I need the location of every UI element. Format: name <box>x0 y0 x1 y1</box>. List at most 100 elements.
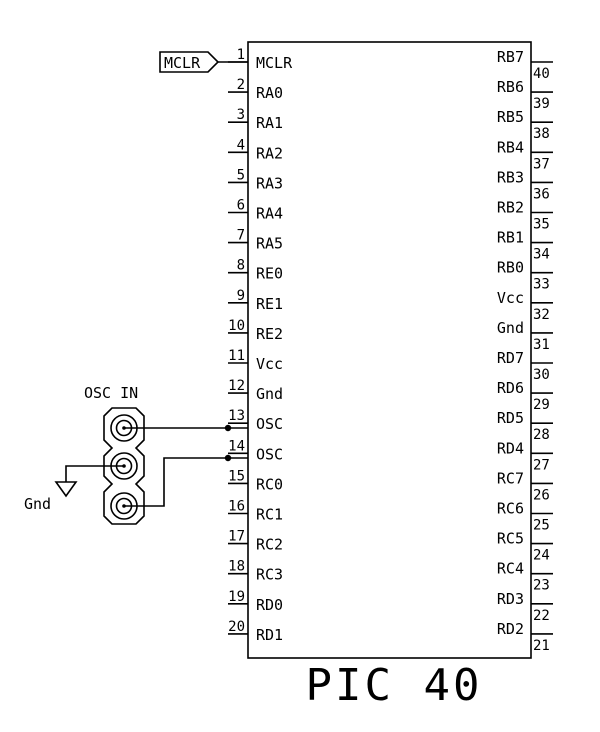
pin-number: 24 <box>533 548 550 564</box>
pin-number: 15 <box>228 468 245 484</box>
pin-number: 33 <box>533 277 550 293</box>
pin-number: 12 <box>228 378 245 394</box>
pin-name: RA4 <box>256 205 283 223</box>
pin-number: 22 <box>533 608 550 624</box>
pin-number: 2 <box>237 77 245 93</box>
pin-number: 7 <box>237 228 245 244</box>
pin-name: RD0 <box>256 596 283 614</box>
pin-name: MCLR <box>256 54 293 72</box>
pin-number: 31 <box>533 337 550 353</box>
pin-name: Vcc <box>497 289 524 307</box>
pin-number: 1 <box>237 47 245 63</box>
pin-name: RB2 <box>497 199 524 217</box>
pin-number: 9 <box>237 288 245 304</box>
pin-number: 37 <box>533 156 550 172</box>
pin-6: 6 RA4 <box>228 198 283 223</box>
pin-name: RA5 <box>256 235 283 253</box>
pin-name: RA0 <box>256 84 283 102</box>
pin-number: 6 <box>237 198 245 214</box>
pin-number: 3 <box>237 107 245 123</box>
pin-number: 39 <box>533 96 550 112</box>
pin-number: 16 <box>228 499 245 515</box>
junction-dot-14 <box>224 454 232 462</box>
pin-3: 3 RA1 <box>228 107 283 132</box>
pin-name: RD1 <box>256 626 283 644</box>
pin-name: OSC <box>256 445 283 463</box>
pin-36: 36 RB3 <box>497 168 553 202</box>
pin-12: 12 Gnd <box>228 378 283 403</box>
pin-number: 8 <box>237 258 245 274</box>
junction-dot-13 <box>224 424 232 432</box>
pin-number: 13 <box>228 408 245 424</box>
pin-15: 15 RC0 <box>228 468 283 493</box>
pin-name: RB5 <box>497 108 524 126</box>
pin-number: 35 <box>533 217 550 233</box>
pin-8: 8 RE0 <box>228 258 283 283</box>
pin-35: 35 RB2 <box>497 199 553 233</box>
pin-32: 32 Vcc <box>497 289 553 323</box>
ground-symbol <box>54 465 124 498</box>
pin-number: 21 <box>533 638 550 654</box>
pin-number: 18 <box>228 559 245 575</box>
pin-name: RA1 <box>256 114 283 132</box>
pin-24: 24 RC5 <box>497 530 553 564</box>
pin-name: RC0 <box>256 475 283 493</box>
pin-name: RA3 <box>256 174 283 192</box>
mclr-port: MCLR <box>159 51 248 73</box>
pin-name: RE2 <box>256 325 283 343</box>
pin-name: Gnd <box>256 385 283 403</box>
pin-name: RB3 <box>497 168 524 186</box>
pin-number: 20 <box>228 619 245 635</box>
chip-title: PIC 40 <box>306 660 483 711</box>
pin-name: RD5 <box>497 409 524 427</box>
pin-name: RE0 <box>256 265 283 283</box>
pin-name: RC3 <box>256 566 283 584</box>
pin-name: RB1 <box>497 229 524 247</box>
pin-34: 34 RB1 <box>497 229 553 263</box>
pin-number: 4 <box>237 137 245 153</box>
pin-5: 5 RA3 <box>228 167 283 192</box>
pin-number: 5 <box>237 167 245 183</box>
pin-37: 37 RB4 <box>497 138 553 172</box>
pin-number: 34 <box>533 247 550 263</box>
pin-name: RC1 <box>256 506 283 524</box>
pin-number: 40 <box>533 66 550 82</box>
pin-number: 17 <box>228 529 245 545</box>
gnd-label: Gnd <box>24 495 51 513</box>
pin-name: RC4 <box>497 560 524 578</box>
pin-number: 30 <box>533 367 550 383</box>
pin-20: 20 RD1 <box>228 619 283 644</box>
pin-name: OSC <box>256 415 283 433</box>
pin-number: 26 <box>533 487 550 503</box>
osc-header-label: OSC IN <box>84 384 138 402</box>
pin-7: 7 RA5 <box>228 228 283 253</box>
pin-name: RD3 <box>497 590 524 608</box>
pin-name: RC2 <box>256 536 283 554</box>
pin-number: 36 <box>533 186 550 202</box>
pin-name: RB4 <box>497 138 524 156</box>
pin-18: 18 RC3 <box>228 559 283 584</box>
pin-name: RE1 <box>256 295 283 313</box>
pin-17: 17 RC2 <box>228 529 283 554</box>
pin-30: 30 RD7 <box>497 349 553 383</box>
pin-number: 32 <box>533 307 550 323</box>
pin-name: RD7 <box>497 349 524 367</box>
pin-13: 13 OSC <box>228 408 283 433</box>
pin-number: 25 <box>533 518 550 534</box>
pin-name: RD6 <box>497 379 524 397</box>
pin-name: RB0 <box>497 259 524 277</box>
pin-name: RC5 <box>497 530 524 548</box>
